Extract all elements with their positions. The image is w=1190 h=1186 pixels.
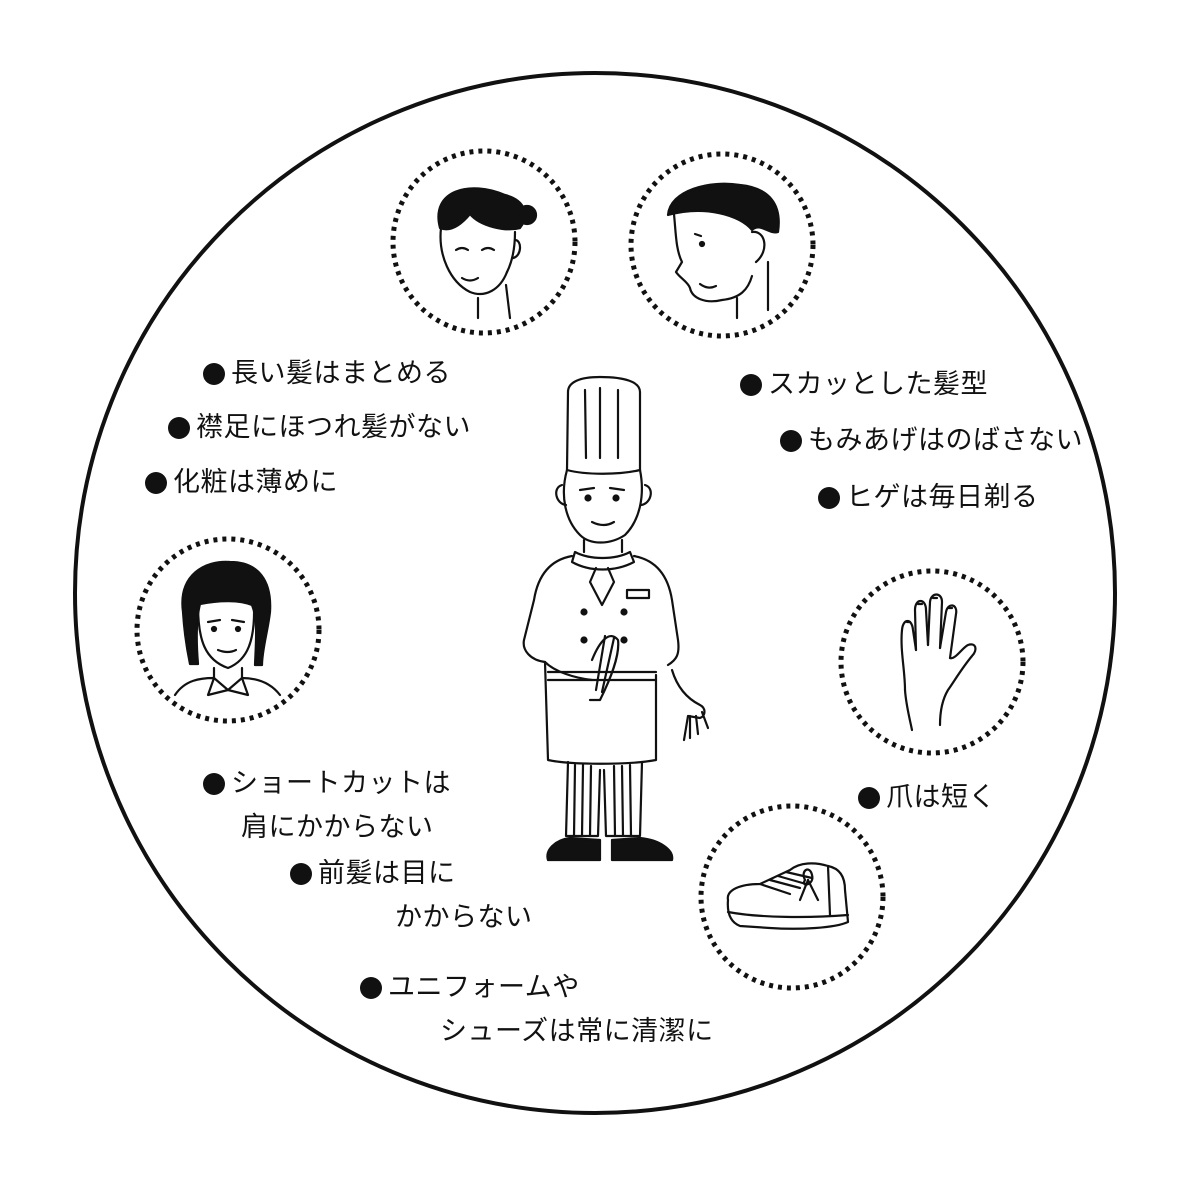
outer-circle bbox=[73, 71, 1117, 1115]
note-shortcut: ショートカットは 肩にかからない bbox=[203, 766, 451, 846]
bullet-icon bbox=[203, 773, 225, 795]
note-bangs: 前髪は目に かからない bbox=[290, 856, 533, 936]
female-updo-icon bbox=[437, 187, 538, 320]
note-female-nape: 襟足にほつれ髪がない bbox=[168, 410, 471, 446]
bullet-icon bbox=[780, 430, 802, 452]
bullet-icon bbox=[203, 363, 225, 385]
shoe-icon bbox=[726, 862, 850, 930]
note-male-hairstyle: スカッとした髪型 bbox=[740, 367, 988, 403]
hand-icon bbox=[900, 593, 977, 732]
note-text: 襟足にほつれ髪がない bbox=[196, 412, 471, 443]
note-female-makeup: 化粧は薄めに bbox=[145, 465, 338, 501]
bullet-icon bbox=[818, 487, 840, 509]
shortcut-woman-icon bbox=[173, 560, 282, 697]
note-text: ヒゲは毎日剃る bbox=[846, 482, 1039, 513]
note-text-line2: 肩にかからない bbox=[241, 812, 434, 843]
note-male-beard: ヒゲは毎日剃る bbox=[818, 480, 1039, 516]
badge-circle-shortcut bbox=[134, 536, 322, 724]
badge-circle-hand bbox=[838, 568, 1026, 756]
note-text: 前髪は目に bbox=[318, 858, 456, 889]
bullet-icon bbox=[858, 787, 880, 809]
bullet-icon bbox=[168, 417, 190, 439]
note-text: ユニフォームや bbox=[388, 972, 580, 1003]
note-text: 長い髪はまとめる bbox=[231, 358, 451, 389]
badge-circle-female-updo bbox=[390, 148, 578, 336]
badge-circle-shoe bbox=[698, 803, 886, 991]
note-uniform: ユニフォームや シューズは常に清潔に bbox=[360, 970, 714, 1050]
badge-circle-male-head bbox=[628, 151, 816, 339]
chef-figure bbox=[522, 375, 710, 862]
note-text: 化粧は薄めに bbox=[173, 467, 338, 498]
bullet-icon bbox=[360, 977, 382, 999]
bullet-icon bbox=[145, 472, 167, 494]
note-male-sideburns: もみあげはのばさない bbox=[780, 423, 1083, 459]
note-text: ショートカットは bbox=[231, 768, 451, 799]
note-female-hair-long: 長い髪はまとめる bbox=[203, 356, 451, 392]
note-nails: 爪は短く bbox=[858, 780, 996, 816]
note-text-line2: かからない bbox=[395, 902, 533, 933]
note-text: 爪は短く bbox=[886, 782, 996, 813]
male-head-icon bbox=[666, 182, 780, 320]
note-text: スカッとした髪型 bbox=[768, 369, 988, 400]
bullet-icon bbox=[740, 374, 762, 396]
note-text-line2: シューズは常に清潔に bbox=[440, 1016, 714, 1047]
bullet-icon bbox=[290, 863, 312, 885]
note-text: もみあげはのばさない bbox=[808, 425, 1083, 456]
